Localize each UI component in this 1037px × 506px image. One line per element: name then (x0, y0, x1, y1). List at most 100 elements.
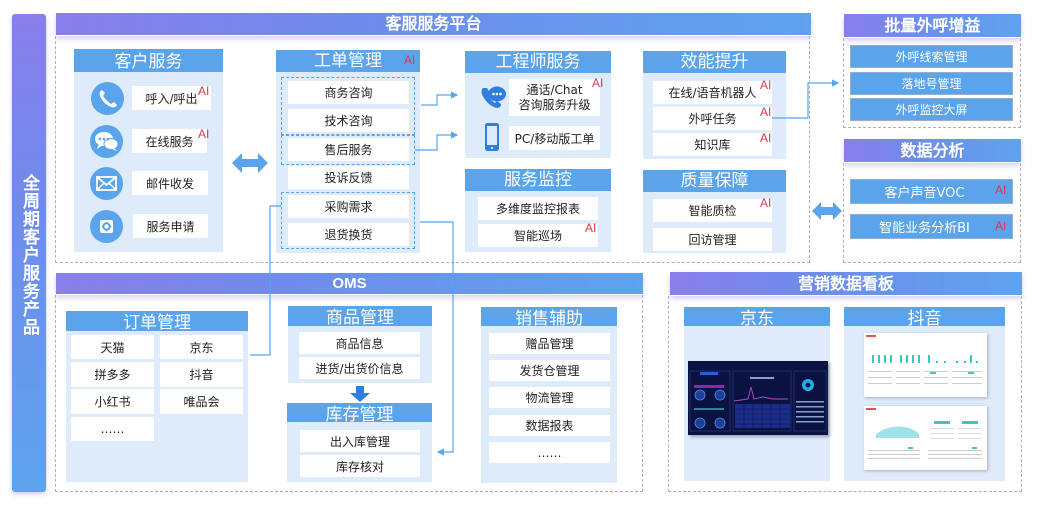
sales-item[interactable]: 数据报表 (489, 415, 610, 436)
douyin-dashboard-thumbnail[interactable] (864, 406, 987, 470)
stock-item[interactable]: 出入库管理 (300, 430, 420, 452)
sales-item[interactable]: 发货仓管理 (489, 360, 610, 381)
order-channel[interactable]: 唯品会 (160, 389, 243, 414)
connector-aftersale-to-pc (415, 131, 459, 151)
double-arrow-icon (232, 152, 268, 174)
monitor-item[interactable]: 智能巡场 (478, 224, 598, 247)
ticket-item-label: 投诉反馈 (324, 171, 373, 185)
sales-item-more[interactable]: …… (489, 442, 610, 463)
engineer-header: 工程师服务 (465, 51, 611, 73)
connector-purchase-to-orders (250, 205, 281, 356)
stock-header: 库存管理 (287, 403, 432, 422)
double-arrow-icon (812, 202, 842, 220)
ticket-item[interactable]: 商务咨询 (288, 81, 409, 104)
analysis-container (843, 163, 1021, 263)
engineer-item-upgrade[interactable]: 通话/Chat 咨询服务升级 (509, 79, 600, 116)
ai-badge: AI (995, 219, 1007, 233)
ai-badge: AI (404, 53, 416, 67)
sidebar-title: 全周期客户服务产品 (20, 174, 39, 336)
ai-badge: AI (592, 76, 604, 90)
ai-badge: AI (760, 78, 772, 92)
order-channel[interactable]: 抖音 (160, 362, 243, 387)
outbound-item-label: 外呼监控大屏 (895, 103, 968, 117)
analysis-item-label: 客户声音VOC (884, 186, 965, 201)
ticket-item-label: 技术咨询 (324, 114, 373, 128)
outbound-item[interactable]: 外呼监控大屏 (850, 98, 1013, 121)
sidebar: 全周期客户服务产品 (12, 14, 46, 492)
analysis-item-bi[interactable]: 智能业务分析BI (850, 214, 1013, 239)
efficiency-item-label: 外呼任务 (688, 112, 737, 126)
quality-item[interactable]: 智能质检 (653, 199, 772, 222)
order-channel-label: 抖音 (189, 368, 214, 382)
order-channel-label: 小红书 (94, 395, 131, 409)
engineer-item-line1: 通话/Chat (526, 82, 583, 97)
monitor-item[interactable]: 多维度监控报表 (478, 197, 598, 220)
service-item-label: 在线服务 (145, 134, 194, 149)
order-channel[interactable]: 京东 (160, 335, 243, 359)
platform-title: 客服服务平台 (385, 16, 482, 33)
quality-item-label: 智能质检 (688, 204, 737, 218)
sales-item[interactable]: 物流管理 (489, 387, 610, 408)
ticket-item[interactable]: 退货换货 (288, 223, 409, 246)
engineer-item-line2: 咨询服务升级 (518, 97, 591, 112)
analysis-item-voc[interactable]: 客户声音VOC (850, 179, 1013, 204)
customer-service-header: 客户服务 (74, 49, 223, 72)
douyin-dashboard-thumbnail[interactable] (864, 333, 987, 397)
analysis-item-label: 智能业务分析BI (879, 221, 970, 236)
ai-badge: AI (198, 84, 210, 98)
monitor-item-label: 多维度监控报表 (495, 202, 580, 216)
quality-header: 质量保障 (643, 170, 786, 192)
order-channel-label: 京东 (189, 340, 214, 355)
order-channel[interactable]: 天猫 (71, 335, 154, 359)
outbound-item[interactable]: 落地号管理 (850, 72, 1013, 95)
order-channel[interactable]: 小红书 (71, 389, 154, 414)
efficiency-item[interactable]: 在线/语音机器人 (653, 81, 772, 104)
efficiency-item[interactable]: 外呼任务 (653, 107, 772, 130)
goods-item[interactable]: 商品信息 (299, 332, 420, 354)
stock-item[interactable]: 库存核对 (300, 455, 420, 477)
dashboard-header: 营销数据看板 (670, 272, 1022, 296)
outbound-title: 批量外呼增益 (884, 18, 981, 35)
goods-item-label: 进货/出货价信息 (315, 361, 404, 376)
service-item-label: 呼入/呼出 (145, 91, 198, 106)
service-item-call[interactable]: 呼入/呼出 (132, 86, 211, 110)
order-channel-label: …… (100, 422, 125, 436)
ticket-item[interactable]: 售后服务 (288, 138, 409, 161)
ai-badge: AI (995, 183, 1007, 197)
ticket-item[interactable]: 采购需求 (288, 195, 409, 218)
sales-item[interactable]: 赠品管理 (489, 333, 610, 354)
jd-dashboard-thumbnail[interactable] (688, 361, 828, 435)
ai-badge: AI (760, 105, 772, 119)
goods-item[interactable]: 进货/出货价信息 (299, 357, 420, 379)
outbound-item[interactable]: 外呼线索管理 (850, 45, 1013, 68)
connector-consult-to-chat (421, 91, 459, 106)
service-item-mail[interactable]: 邮件收发 (132, 171, 208, 195)
ticket-item[interactable]: 投诉反馈 (288, 166, 409, 189)
ticket-group-aftersale (281, 135, 415, 165)
service-item-online[interactable]: 在线服务 (132, 129, 207, 153)
order-channel[interactable]: 拼多多 (71, 362, 154, 387)
gear-icon (90, 210, 123, 243)
order-channel-more[interactable]: …… (71, 417, 154, 441)
ai-badge: AI (198, 127, 210, 141)
chat-bubbles-icon (90, 125, 123, 158)
engineer-item-ticket[interactable]: PC/移动版工单 (509, 126, 600, 150)
ticket-item[interactable]: 技术咨询 (288, 109, 409, 132)
quality-item-label: 回访管理 (688, 233, 737, 247)
service-item-request[interactable]: 服务申请 (133, 214, 208, 238)
ai-badge: AI (585, 221, 597, 235)
service-item-label: 服务申请 (146, 219, 195, 234)
quality-item[interactable]: 回访管理 (653, 228, 772, 251)
stock-item-label: 出入库管理 (329, 434, 390, 449)
platform-header: 客服服务平台 (56, 13, 811, 36)
ticket-item-label: 售后服务 (324, 143, 373, 157)
efficiency-item[interactable]: 知识库 (653, 133, 772, 156)
outbound-header: 批量外呼增益 (844, 14, 1021, 38)
ticket-item-label: 退货换货 (324, 228, 373, 242)
monitor-header: 服务监控 (465, 169, 611, 191)
monitor-item-label: 智能巡场 (513, 229, 562, 243)
oms-title: OMS (332, 275, 367, 292)
ticket-group-consult (281, 77, 415, 135)
goods-header: 商品管理 (288, 306, 432, 326)
sales-item-label: 赠品管理 (525, 337, 574, 351)
